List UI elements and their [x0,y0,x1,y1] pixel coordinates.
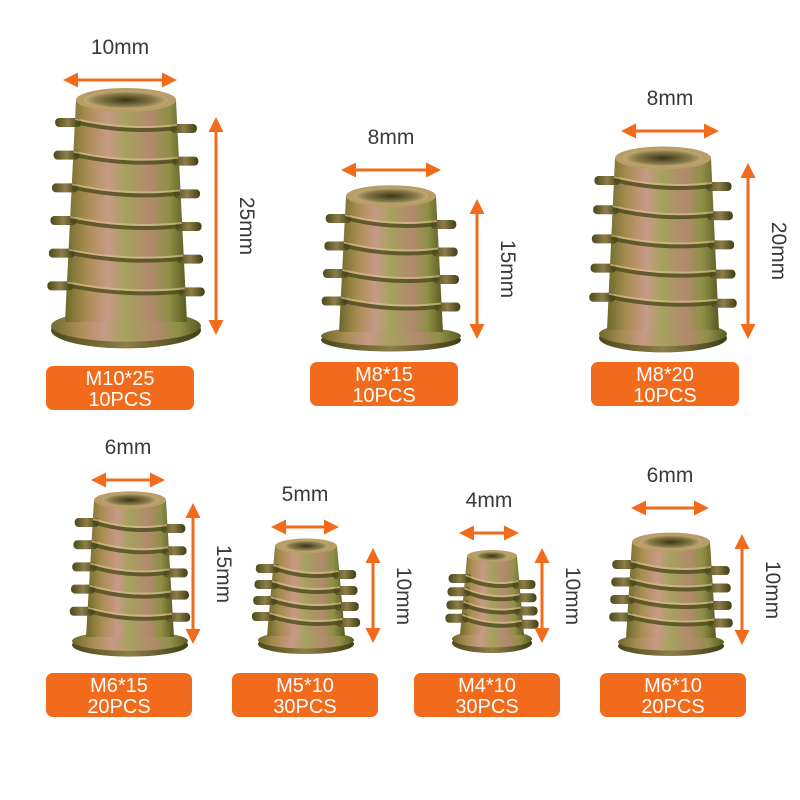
model-text: M4*10 [458,675,516,697]
diameter-label: 6mm [104,436,152,459]
quantity-text: 10PCS [352,385,416,407]
quantity-text: 30PCS [455,696,519,718]
model-text: M8*15 [355,364,413,386]
threaded-insert-icon [445,550,539,653]
model-text: M6*15 [90,675,148,697]
diameter-label: 8mm [367,126,415,149]
quantity-text: 20PCS [87,696,151,718]
diameter-label: 6mm [646,464,694,487]
diameter-label: 8mm [646,87,694,110]
model-text: M10*25 [85,368,155,390]
length-label: 15mm [496,239,519,299]
diameter-label: 4mm [465,489,513,512]
threaded-insert-icon [251,538,361,654]
quantity-text: 30PCS [273,696,337,718]
length-label: 10mm [761,560,784,619]
length-label: 25mm [235,196,258,256]
threaded-insert-icon [47,88,205,349]
model-text: M6*10 [644,675,702,697]
quantity-text: 20PCS [641,696,705,718]
threaded-insert-icon [69,491,191,657]
model-text: M8*20 [636,364,694,386]
diameter-label: 10mm [90,36,150,59]
threaded-insert-icon [321,185,461,352]
threaded-insert-icon [609,532,733,656]
length-label: 20mm [767,221,790,281]
length-label: 10mm [561,566,584,625]
quantity-text: 10PCS [633,385,697,407]
model-text: M5*10 [276,675,334,697]
length-label: 10mm [392,566,415,625]
length-label: 15mm [212,544,235,603]
quantity-text: 10PCS [88,389,152,411]
threaded-insert-icon [589,146,737,353]
diameter-label: 5mm [281,483,329,506]
